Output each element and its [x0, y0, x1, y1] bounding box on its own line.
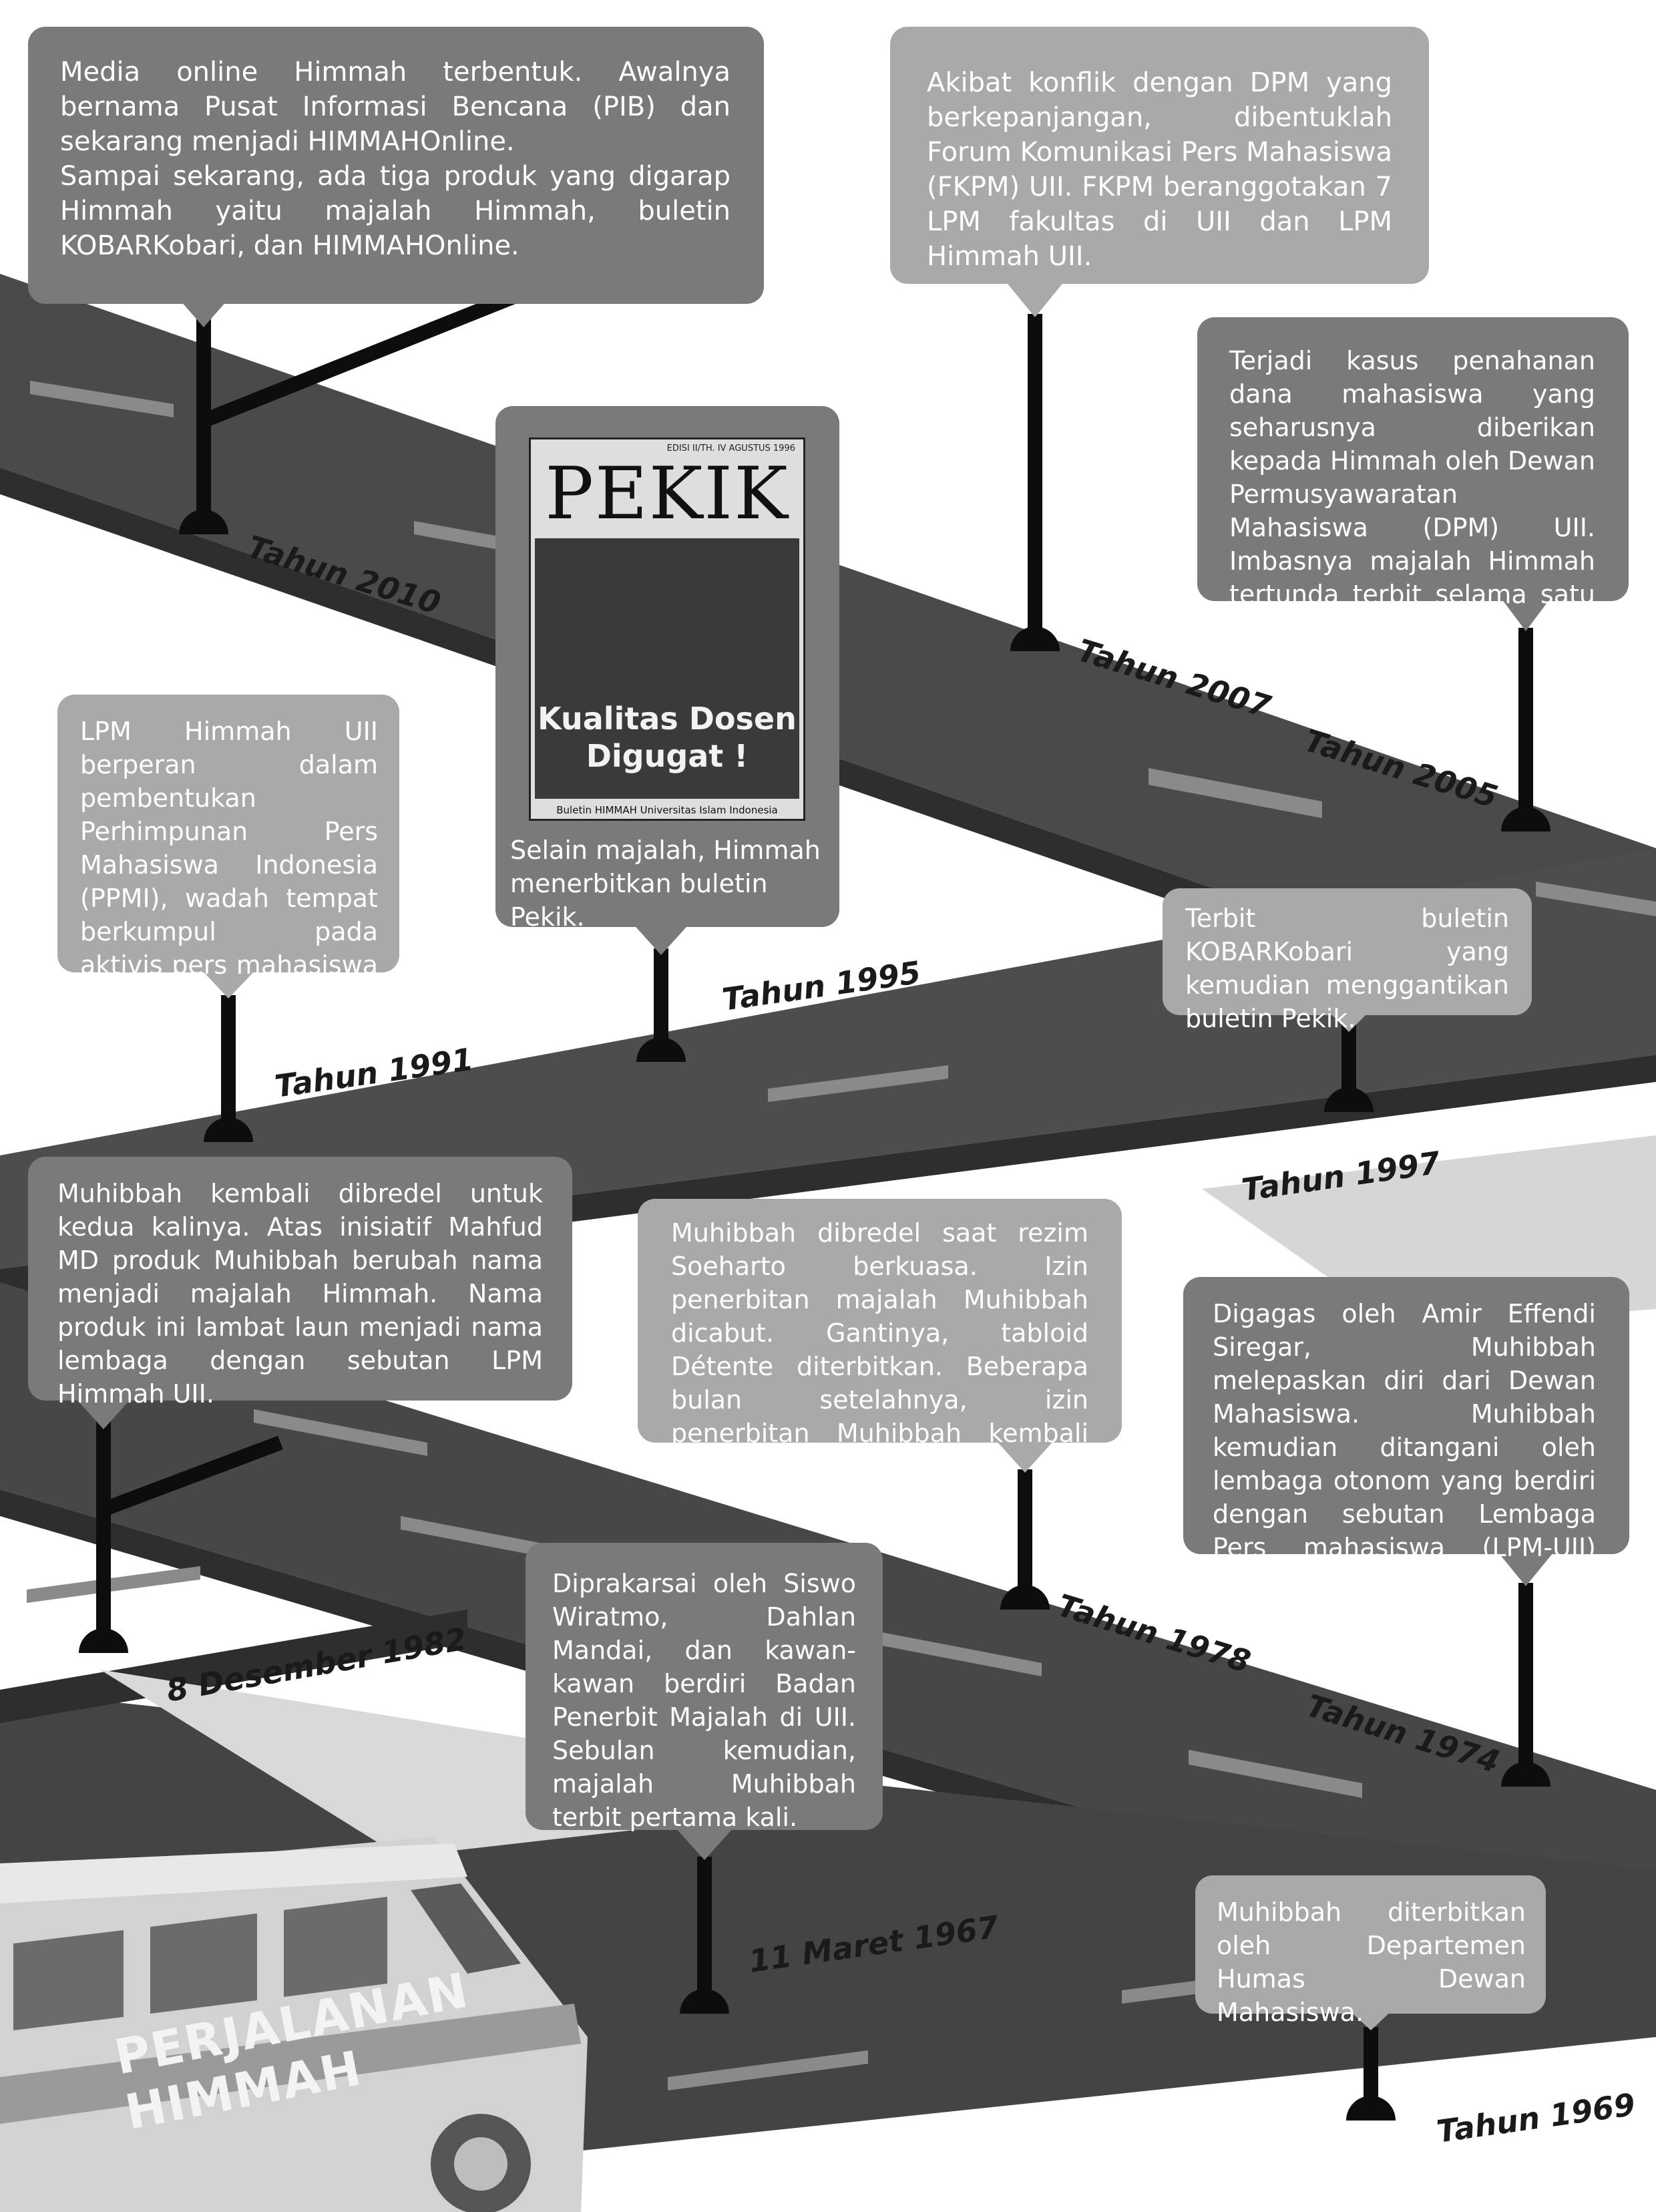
- milestone-card-1969: Muhibbah diterbitkan oleh Departemen Hum…: [1195, 1875, 1546, 2027]
- milestone-text: Muhibbah diterbitkan oleh Departemen Hum…: [1217, 1897, 1526, 2027]
- cover-photo: [535, 538, 799, 799]
- pekik-bulletin-cover: EDISI II/TH. IV AGUSTUS 1996 PEKIK Kuali…: [529, 437, 805, 821]
- milestone-card-2007: Akibat konflik dengan DPM yang berkepanj…: [890, 27, 1429, 284]
- milestone-text: Akibat konflik dengan DPM yang berkepanj…: [927, 67, 1392, 272]
- milestone-card-1997: Terbit buletin KOBARKobari yang kemudian…: [1163, 888, 1532, 1033]
- milestone-card-2005: Terjadi kasus penahanan dana mahasiswa y…: [1197, 317, 1629, 642]
- milestone-text: Diprakarsai oleh Siswo Wiratmo, Dahlan M…: [552, 1569, 856, 1832]
- milestone-card-1978: Muhibbah dibredel saat rezim Soeharto be…: [638, 1199, 1122, 1481]
- milestone-text: Digagas oleh Amir Effendi Siregar, Muhib…: [1213, 1299, 1596, 1596]
- milestone-text: Media online Himmah terbentuk. Awalnya b…: [60, 57, 731, 157]
- connector-lines: [96, 287, 1533, 2104]
- milestone-card-1974: Digagas oleh Amir Effendi Siregar, Muhib…: [1183, 1277, 1629, 1596]
- milestone-text: Terjadi kasus penahanan dana mahasiswa y…: [1229, 346, 1595, 642]
- milestone-text: Selain majalah, Himmah menerbitkan bulet…: [510, 836, 821, 932]
- milestone-text: Muhibbah dibredel saat rezim Soeharto be…: [671, 1218, 1088, 1481]
- road-bottom-side: [0, 1610, 467, 1723]
- milestone-card-1991: LPM Himmah UII berperan dalam pembentuka…: [57, 695, 399, 1013]
- cover-footer: Buletin HIMMAH Universitas Islam Indones…: [556, 804, 778, 816]
- pin-feet: [79, 510, 1550, 2121]
- milestone-text: Muhibbah kembali dibredel untuk kedua ka…: [57, 1179, 543, 1409]
- bus-illustration: [0, 1837, 588, 2212]
- milestone-text: Terbit buletin KOBARKobari yang kemudian…: [1185, 904, 1509, 1033]
- cover-edition: EDISI II/TH. IV AGUSTUS 1996: [666, 443, 795, 453]
- milestone-card-2010: Media online Himmah terbentuk. Awalnya b…: [28, 27, 764, 304]
- cover-headline: Kualitas Dosen Digugat !: [538, 701, 797, 774]
- cover-masthead: PEKIK: [545, 452, 789, 536]
- milestone-text: LPM Himmah UII berperan dalam pembentuka…: [80, 717, 378, 1013]
- milestone-text: Sampai sekarang, ada tiga produk yang di…: [60, 161, 731, 261]
- milestone-card-1967: Diprakarsai oleh Siswo Wiratmo, Dahlan M…: [526, 1543, 883, 1832]
- milestone-card-1982: Muhibbah kembali dibredel untuk kedua ka…: [28, 1157, 572, 1409]
